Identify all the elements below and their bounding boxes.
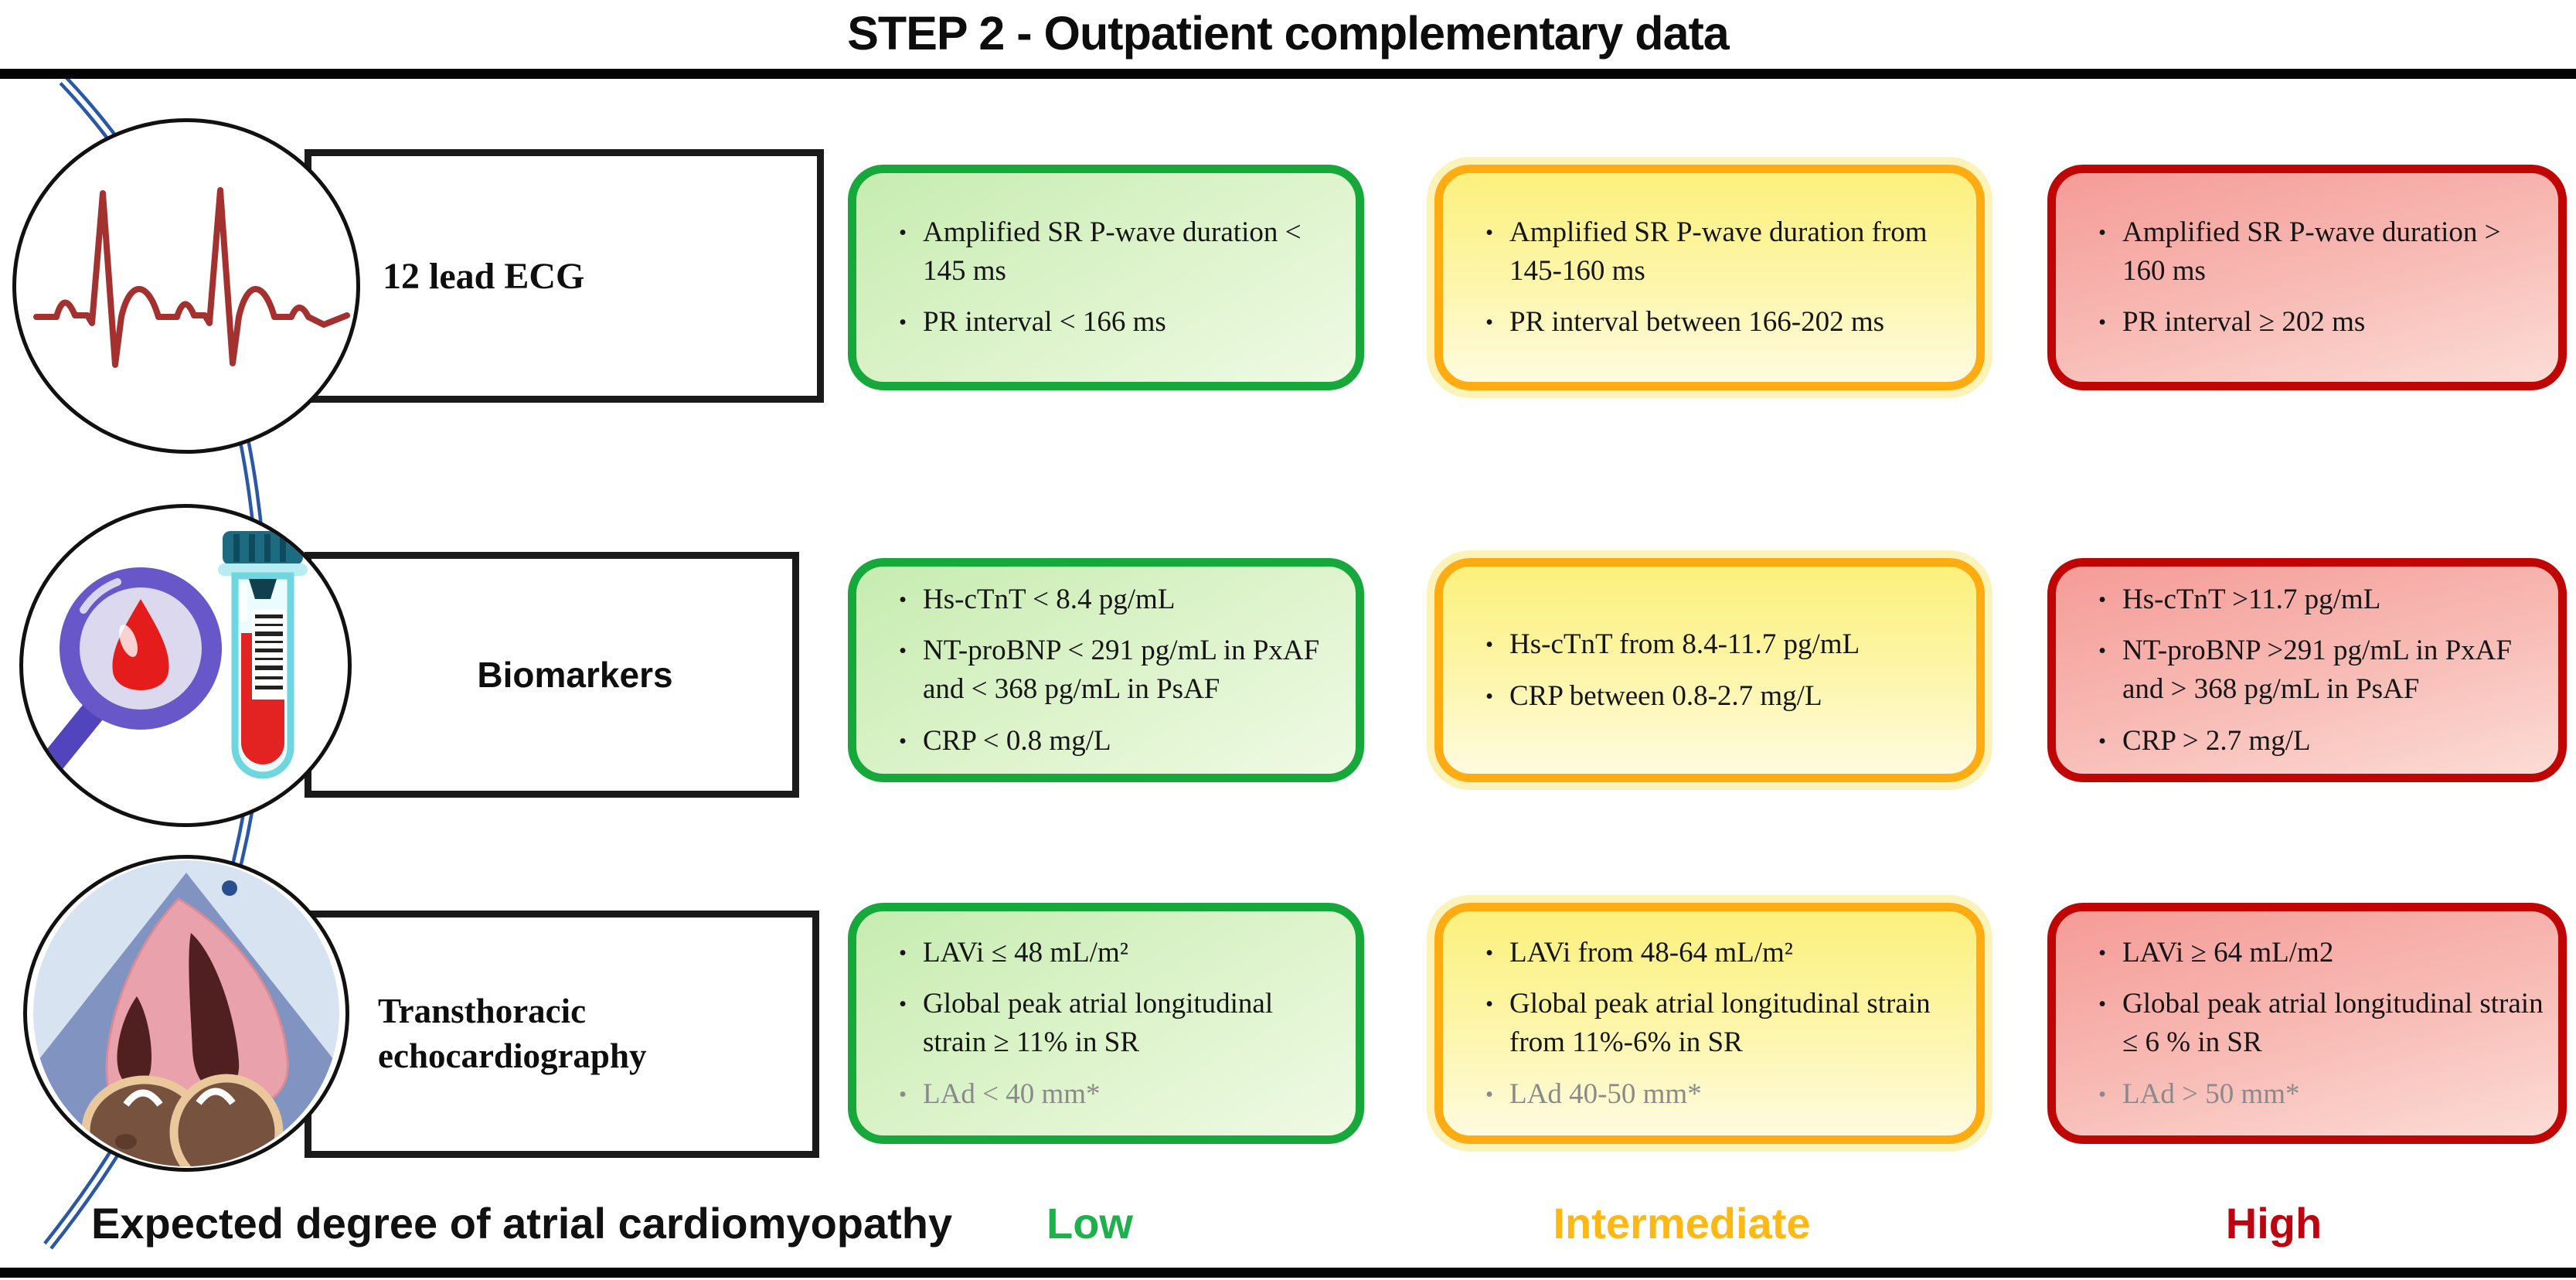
bullet-icon bbox=[883, 580, 923, 619]
degree-low: Low bbox=[1046, 1199, 1133, 1248]
bullet-icon bbox=[883, 303, 923, 342]
echocardiogram-heart-icon bbox=[33, 860, 339, 1166]
criterion: LAVi ≥ 64 mL/m2 bbox=[2082, 934, 2544, 972]
degree-high: High bbox=[2225, 1199, 2322, 1248]
label-box-ecg: 12 lead ECG bbox=[305, 149, 824, 403]
criterion-secondary: LAd > 50 mm* bbox=[2082, 1075, 2544, 1114]
bullet-icon bbox=[883, 985, 923, 1023]
bullet-icon bbox=[883, 934, 923, 972]
bullet-icon bbox=[1469, 934, 1509, 972]
bullet-icon bbox=[2082, 303, 2122, 342]
criterion: Amplified SR P-wave duration > 160 ms bbox=[2082, 213, 2544, 290]
cell-biomarkers-intermediate: Hs-cTnT from 8.4-11.7 pg/mL CRP between … bbox=[1434, 558, 1985, 782]
bullet-icon bbox=[1469, 1075, 1509, 1114]
criterion: Hs-cTnT < 8.4 pg/mL bbox=[883, 580, 1342, 619]
criterion: CRP > 2.7 mg/L bbox=[2082, 722, 2544, 761]
criterion: PR interval between 166-202 ms bbox=[1469, 303, 1962, 342]
page-title: STEP 2 - Outpatient complementary data bbox=[847, 7, 1729, 60]
row-label-echo-line1: Transthoracic bbox=[378, 992, 587, 1031]
bullet-icon bbox=[1469, 625, 1509, 664]
cell-ecg-high: Amplified SR P-wave duration > 160 ms PR… bbox=[2047, 165, 2567, 390]
criterion: LAVi ≤ 48 mL/m² bbox=[883, 934, 1342, 972]
criterion-secondary: LAd 40-50 mm* bbox=[1469, 1075, 1962, 1114]
cell-echo-intermediate: LAVi from 48-64 mL/m² Global peak atrial… bbox=[1434, 903, 1985, 1144]
criterion: CRP between 0.8-2.7 mg/L bbox=[1469, 677, 1962, 716]
bullet-icon bbox=[2082, 985, 2122, 1023]
bullet-icon bbox=[2082, 580, 2122, 619]
circle-echocardiography bbox=[23, 855, 349, 1172]
circle-biomarkers bbox=[19, 504, 352, 827]
bottom-divider bbox=[0, 1268, 2576, 1278]
row-label-biomarkers: Biomarkers bbox=[477, 655, 673, 695]
degree-intermediate: Intermediate bbox=[1553, 1199, 1811, 1248]
bullet-icon bbox=[1469, 213, 1509, 252]
row-label-ecg: 12 lead ECG bbox=[383, 255, 585, 297]
criterion: PR interval ≥ 202 ms bbox=[2082, 303, 2544, 342]
cell-ecg-intermediate: Amplified SR P-wave duration from 145-16… bbox=[1434, 165, 1985, 390]
bullet-icon bbox=[2082, 631, 2122, 670]
bullet-icon bbox=[1469, 985, 1509, 1023]
bullet-icon bbox=[1469, 303, 1509, 342]
cell-ecg-low: Amplified SR P-wave duration < 145 ms PR… bbox=[848, 165, 1364, 390]
criterion: NT-proBNP >291 pg/mL in PxAF and > 368 p… bbox=[2082, 631, 2544, 708]
cell-biomarkers-low: Hs-cTnT < 8.4 pg/mL NT-proBNP < 291 pg/m… bbox=[848, 558, 1364, 782]
label-box-biomarkers: Biomarkers bbox=[305, 552, 799, 798]
bullet-icon bbox=[1469, 677, 1509, 716]
bullet-icon bbox=[2082, 213, 2122, 252]
bullet-icon bbox=[2082, 934, 2122, 972]
criterion: CRP < 0.8 mg/L bbox=[883, 722, 1342, 761]
criterion: Global peak atrial longitudinal strain ≥… bbox=[883, 985, 1342, 1061]
blood-test-icon bbox=[36, 531, 308, 780]
bullet-icon bbox=[883, 631, 923, 670]
criterion: Amplified SR P-wave duration from 145-16… bbox=[1469, 213, 1962, 290]
criterion: PR interval < 166 ms bbox=[883, 303, 1342, 342]
ecg-waveform-icon bbox=[33, 187, 350, 368]
criterion: Hs-cTnT from 8.4-11.7 pg/mL bbox=[1469, 625, 1962, 664]
bullet-icon bbox=[883, 1075, 923, 1114]
cell-biomarkers-high: Hs-cTnT >11.7 pg/mL NT-proBNP >291 pg/mL… bbox=[2047, 558, 2567, 782]
criterion: NT-proBNP < 291 pg/mL in PxAF and < 368 … bbox=[883, 631, 1342, 708]
criterion: Global peak atrial longitudinal strain ≤… bbox=[2082, 985, 2544, 1061]
criterion: Hs-cTnT >11.7 pg/mL bbox=[2082, 580, 2544, 619]
row-label-echo-line2: echocardiography bbox=[378, 1037, 647, 1075]
bullet-icon bbox=[883, 722, 923, 761]
bullet-icon bbox=[2082, 1075, 2122, 1114]
cell-echo-high: LAVi ≥ 64 mL/m2 Global peak atrial longi… bbox=[2047, 903, 2567, 1144]
criterion-secondary: LAd < 40 mm* bbox=[883, 1075, 1342, 1114]
criterion: LAVi from 48-64 mL/m² bbox=[1469, 934, 1962, 972]
criterion: Amplified SR P-wave duration < 145 ms bbox=[883, 213, 1342, 290]
cell-echo-low: LAVi ≤ 48 mL/m² Global peak atrial longi… bbox=[848, 903, 1364, 1144]
label-box-echocardiography: Transthoracic echocardiography bbox=[305, 911, 819, 1158]
top-divider bbox=[0, 69, 2576, 79]
circle-ecg bbox=[12, 118, 360, 454]
criterion: Global peak atrial longitudinal strain f… bbox=[1469, 985, 1962, 1061]
footer-label: Expected degree of atrial cardiomyopathy bbox=[91, 1199, 953, 1248]
bullet-icon bbox=[2082, 722, 2122, 761]
bullet-icon bbox=[883, 213, 923, 252]
